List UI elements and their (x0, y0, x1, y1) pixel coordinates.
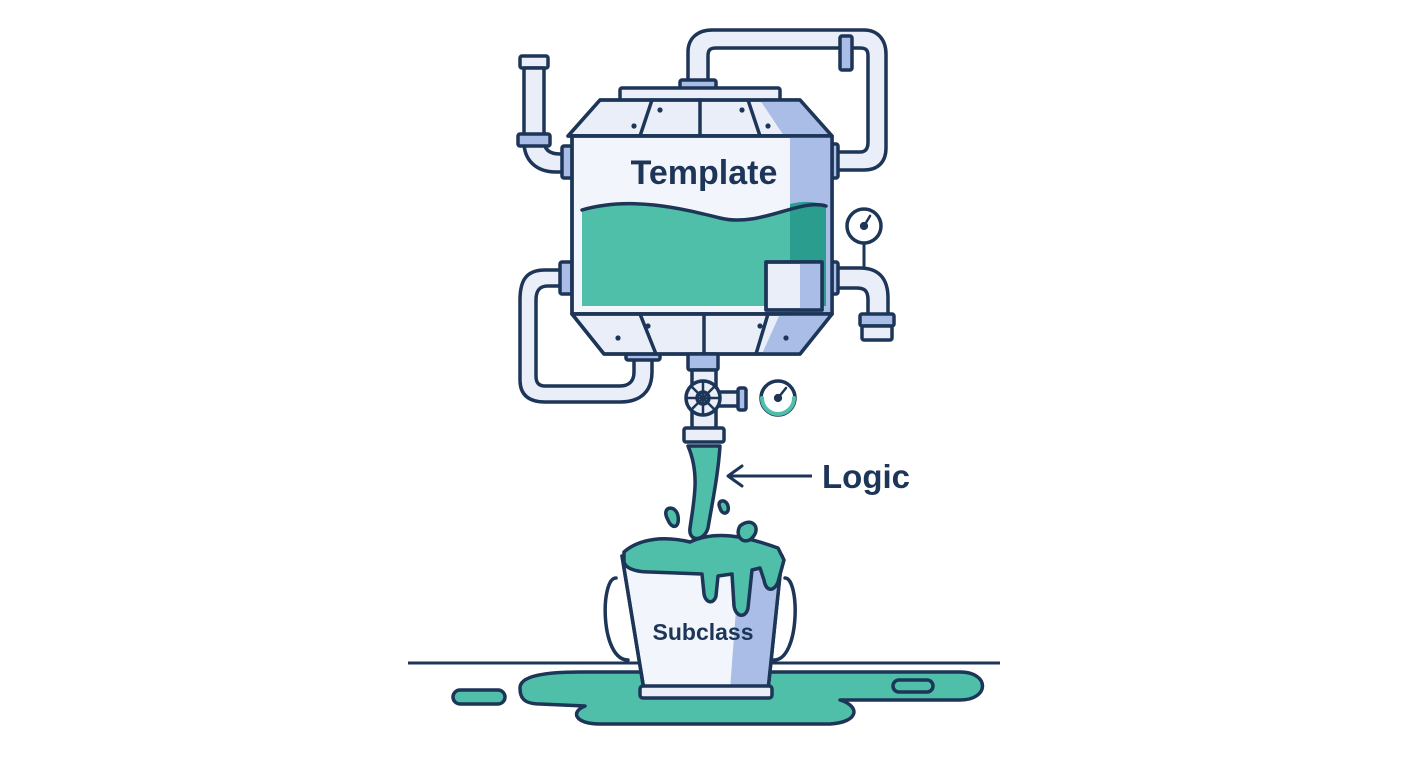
logic-stream (686, 444, 722, 541)
storage-tank-icon (566, 86, 834, 356)
pressure-gauge-icon (845, 207, 883, 268)
bucket-label: Subclass (653, 619, 754, 645)
left-upper-pipe (516, 54, 576, 180)
flow-label: Logic (822, 458, 910, 495)
left-loop-pipe (518, 260, 662, 404)
right-lower-pipe (824, 260, 896, 342)
arrow-left-icon (726, 464, 812, 488)
top-loop-pipe (678, 28, 888, 180)
tank-label: Template (631, 154, 778, 192)
valve-wheel-icon (684, 379, 722, 417)
pressure-gauge-icon (759, 379, 797, 417)
bucket-icon (603, 499, 797, 700)
